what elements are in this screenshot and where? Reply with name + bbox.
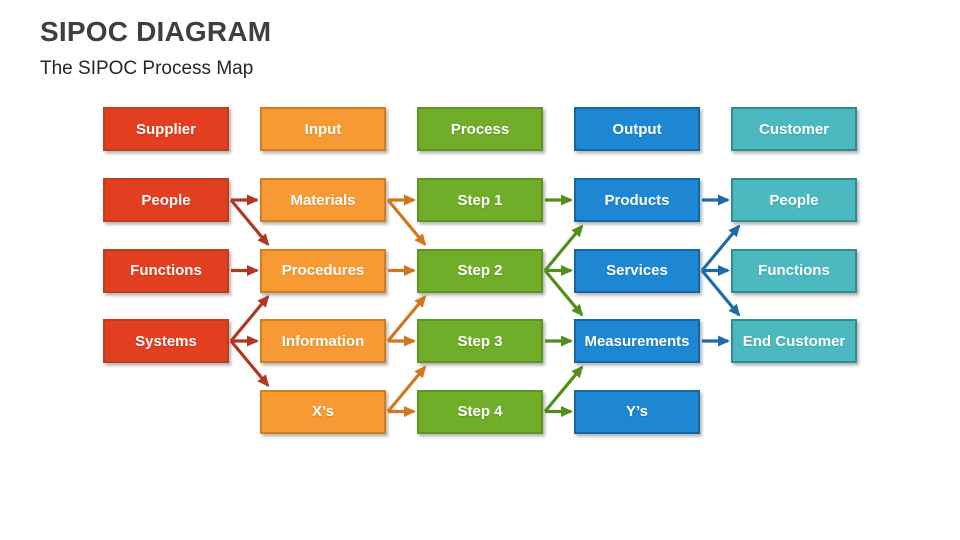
box-label: Functions <box>758 262 830 279</box>
box-input-xs: X’s <box>260 389 386 434</box>
box-label: Supplier <box>135 120 196 138</box>
box-label: Customer <box>758 120 829 138</box>
box-process-step2: Step 2 <box>417 248 543 293</box>
box-label: Products <box>604 191 670 209</box>
box-input-materials: Materials <box>260 178 386 222</box>
box-output-products: Products <box>574 178 700 222</box>
box-label: Input <box>304 120 342 138</box>
box-label: Step 2 <box>457 262 503 279</box>
box-supplier-functions: Functions <box>103 248 229 293</box>
box-label: Process <box>450 120 510 138</box>
box-label: Measurements <box>584 332 690 350</box>
box-supplier-people: People <box>103 178 229 222</box>
box-label: Materials <box>290 191 356 209</box>
box-label: Output <box>612 120 662 138</box>
header-box-process: Process <box>417 107 543 151</box>
header-box-output: Output <box>574 107 700 151</box>
box-label: Functions <box>130 262 202 279</box>
box-output-ys: Y’s <box>574 389 700 434</box>
page-title: SIPOC DIAGRAM <box>40 16 272 47</box>
box-output-measurements: Measurements <box>574 319 700 363</box>
box-label: Services <box>606 262 668 279</box>
box-label: Step 3 <box>457 332 503 350</box>
box-label: Systems <box>135 332 197 350</box>
box-customer-people_c: People <box>731 178 857 222</box>
header-box-customer: Customer <box>731 107 857 151</box>
box-supplier-systems: Systems <box>103 319 229 363</box>
header-box-supplier: Supplier <box>103 107 229 151</box>
box-label: X’s <box>312 403 334 420</box>
header-box-input: Input <box>260 107 386 151</box>
box-input-procedures: Procedures <box>260 248 386 293</box>
box-label: Y’s <box>626 403 648 420</box>
box-label: Information <box>281 332 365 350</box>
box-process-step4: Step 4 <box>417 389 543 434</box>
box-label: Procedures <box>281 262 365 279</box>
box-label: People <box>769 191 819 209</box>
box-input-information: Information <box>260 319 386 363</box>
box-label: End Customer <box>742 332 846 350</box>
page-subtitle: The SIPOC Process Map <box>40 58 254 79</box>
box-label: Step 1 <box>457 191 503 209</box>
box-output-services: Services <box>574 248 700 293</box>
box-customer-end_customer: End Customer <box>731 319 857 363</box>
box-process-step3: Step 3 <box>417 319 543 363</box>
box-process-step1: Step 1 <box>417 178 543 222</box>
box-label: People <box>141 191 191 209</box>
box-label: Step 4 <box>457 403 503 420</box>
box-customer-functions_c: Functions <box>731 248 857 293</box>
